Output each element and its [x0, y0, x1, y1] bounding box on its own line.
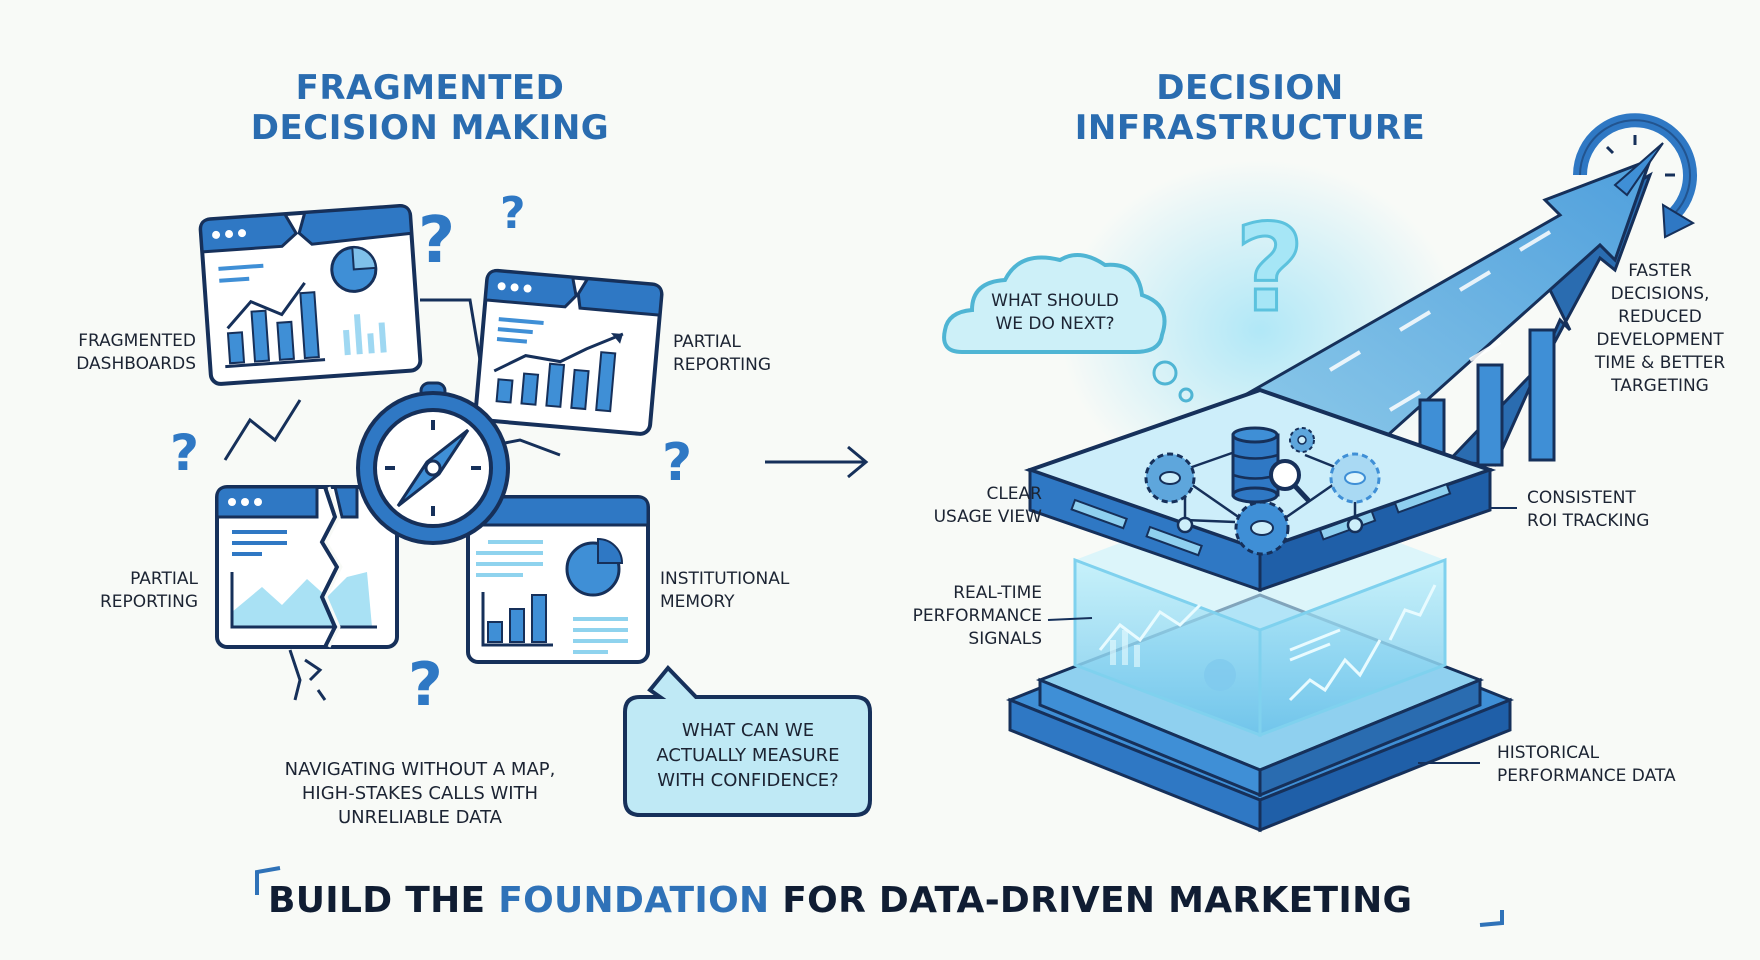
outcome-line: FASTER	[1628, 261, 1692, 281]
svg-text:?: ?	[408, 650, 443, 720]
label-line: INSTITUTIONAL	[660, 569, 790, 589]
right-title-line-1: DECISION	[1156, 68, 1344, 108]
caption-line: NAVIGATING WITHOUT A MAP,	[284, 759, 556, 780]
database-search-icon	[1231, 426, 1311, 504]
svg-text:?: ?	[170, 424, 199, 482]
label-line: PARTIAL	[130, 569, 198, 589]
right-arrow-icon	[765, 445, 869, 479]
label-line: ROI TRACKING	[1527, 511, 1650, 531]
compass-icon	[356, 381, 510, 545]
label-line: REPORTING	[673, 355, 772, 375]
banner-text-part1: BUILD THE	[268, 880, 499, 921]
cloud-line: WHAT SHOULD	[991, 291, 1119, 311]
label-line: HISTORICAL	[1497, 743, 1600, 763]
stopwatch-icon	[1573, 113, 1697, 239]
label-line: PERFORMANCE	[912, 606, 1042, 626]
outcome-line: TIME & BETTER	[1594, 353, 1726, 373]
label-clear-usage-view: CLEAR USAGE VIEW	[900, 483, 1042, 529]
label-line: REPORTING	[99, 592, 198, 612]
caption-line: HIGH-STAKES CALLS WITH	[301, 783, 539, 804]
label-consistent-roi: CONSISTENT ROI TRACKING	[1527, 487, 1727, 533]
label-fragmented-dashboards: FRAGMENTED DASHBOARDS	[40, 330, 196, 376]
gear-icon	[1329, 452, 1381, 504]
left-title-line-2: DECISION MAKING	[250, 108, 610, 148]
outcome-line: DECISIONS,	[1610, 284, 1710, 304]
banner-text-part2: FOR DATA-DRIVEN MARKETING	[769, 880, 1413, 921]
bubble-line: ACTUALLY MEASURE	[656, 745, 840, 766]
outcome-line: DEVELOPMENT	[1596, 330, 1724, 350]
bubble-line: WHAT CAN WE	[681, 720, 815, 741]
bubble-line: WITH CONFIDENCE?	[657, 770, 839, 791]
caption-line: UNRELIABLE DATA	[337, 807, 502, 828]
label-partial-reporting-bottom: PARTIAL REPORTING	[60, 568, 198, 614]
outcome-line: TARGETING	[1611, 376, 1709, 396]
speech-bubble-shape	[623, 664, 872, 817]
label-historical-data: HISTORICAL PERFORMANCE DATA	[1497, 742, 1727, 788]
label-line: CONSISTENT	[1527, 488, 1636, 508]
thought-cloud-text: WHAT SHOULD WE DO NEXT?	[965, 290, 1145, 336]
label-line: FRAGMENTED	[78, 331, 196, 351]
svg-text:?: ?	[662, 433, 692, 493]
crack-lines	[304, 658, 327, 701]
label-line: USAGE VIEW	[933, 507, 1042, 527]
label-line: MEMORY	[660, 592, 735, 612]
label-line: SIGNALS	[968, 629, 1042, 649]
label-line: PERFORMANCE DATA	[1497, 766, 1676, 786]
left-caption: NAVIGATING WITHOUT A MAP, HIGH-STAKES CA…	[270, 758, 570, 830]
upward-road-arrow-icon	[1227, 157, 1653, 482]
label-leader-lines	[1047, 507, 1517, 764]
right-panel-title: DECISION INFRASTRUCTURE	[1060, 68, 1440, 148]
banner-accent-word: FOUNDATION	[498, 880, 770, 921]
svg-text:?: ?	[418, 204, 455, 278]
svg-text:?: ?	[500, 188, 526, 239]
dashboard-window-icon	[473, 268, 664, 436]
cloud-line: WE DO NEXT?	[995, 314, 1115, 334]
thought-cloud-shape	[942, 253, 1194, 403]
label-line: PARTIAL	[673, 332, 741, 352]
question-mark-icon: ? ? ? ? ?	[170, 188, 692, 720]
question-mark-icon: ?	[1235, 200, 1305, 339]
dashboard-window-icon	[215, 485, 399, 649]
dashboard-window-icon	[466, 495, 650, 664]
outcome-line: REDUCED	[1618, 307, 1702, 327]
right-title-line-2: INFRASTRUCTURE	[1074, 108, 1426, 148]
gear-icon	[1234, 500, 1290, 556]
label-partial-reporting-top: PARTIAL REPORTING	[673, 331, 813, 377]
bottom-banner: BUILD THE FOUNDATION FOR DATA-DRIVEN MAR…	[268, 880, 1412, 921]
gear-icon	[1144, 452, 1196, 504]
label-line: DASHBOARDS	[76, 354, 196, 374]
left-title-line-1: FRAGMENTED	[295, 68, 565, 108]
label-line: REAL-TIME	[953, 583, 1042, 603]
dashboard-window-icon	[198, 204, 423, 386]
label-line: CLEAR	[986, 484, 1042, 504]
label-institutional-memory: INSTITUTIONAL MEMORY	[660, 568, 840, 614]
gear-icon	[1289, 427, 1315, 453]
outcome-text: FASTER DECISIONS, REDUCED DEVELOPMENT TI…	[1560, 260, 1760, 398]
speech-bubble-text: WHAT CAN WE ACTUALLY MEASURE WITH CONFID…	[628, 718, 868, 793]
banner-brackets	[255, 866, 1504, 927]
label-real-time-signals: REAL-TIME PERFORMANCE SIGNALS	[880, 582, 1042, 651]
left-panel-title: FRAGMENTED DECISION MAKING	[230, 68, 630, 148]
